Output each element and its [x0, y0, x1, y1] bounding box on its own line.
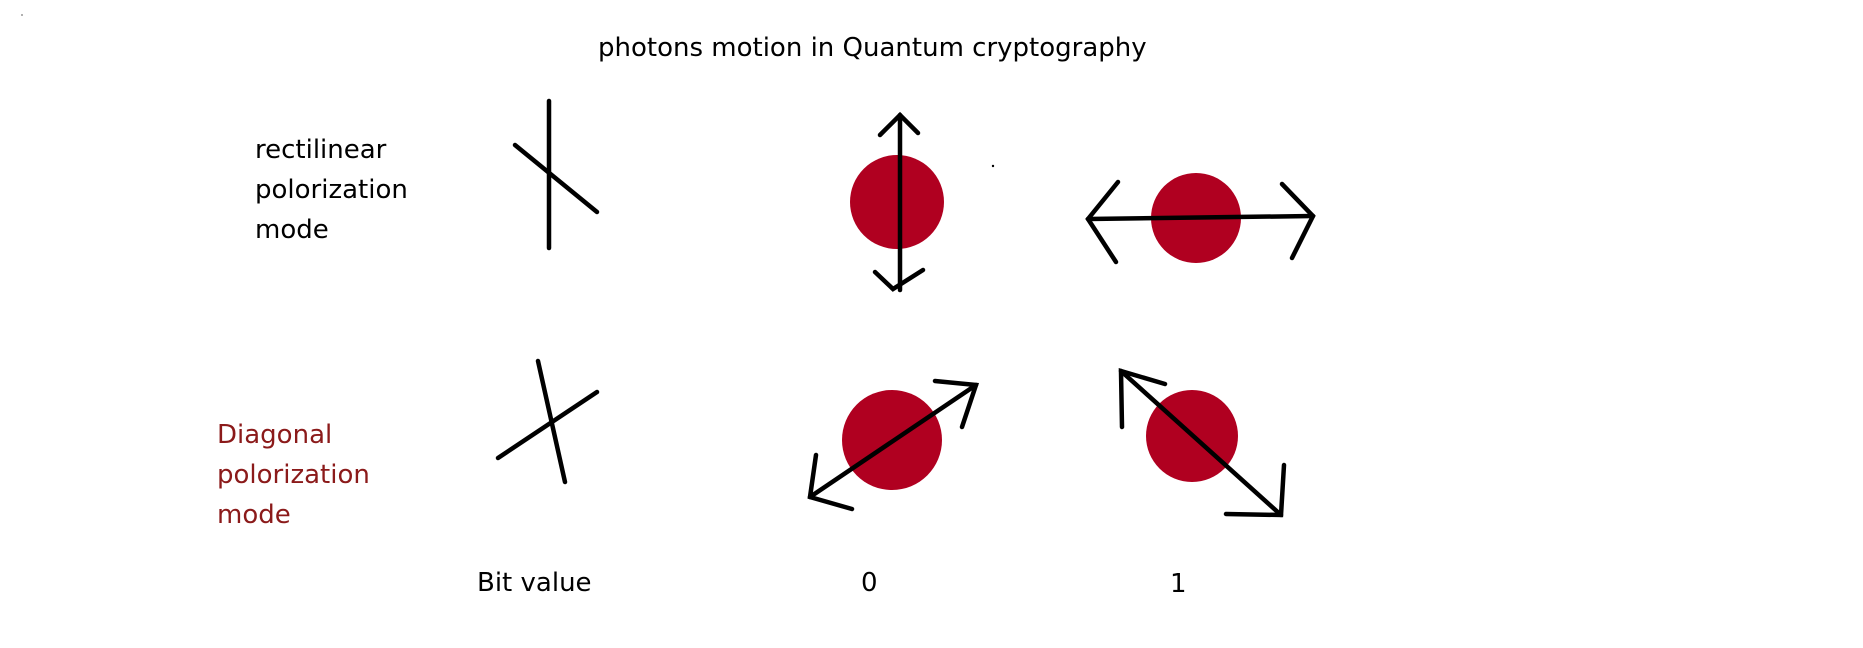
bit-value-label: Bit value [477, 568, 592, 598]
diagram-title: photons motion in Quantum cryptography [598, 33, 1147, 63]
diagonal-mode-label: Diagonal polorization mode [217, 415, 370, 535]
diagonal-label-line-3: mode [217, 500, 291, 530]
diagonal-double-arrow-icon [807, 378, 980, 512]
diagonal-basis-symbol [495, 358, 600, 485]
diagonal-label-line-1: Diagonal [217, 420, 333, 450]
diagonal-bit0-photon [807, 378, 980, 512]
bit-one-label: 1 [1170, 569, 1187, 599]
rectilinear-mode-label: rectilinear polorization mode [255, 130, 408, 250]
rectilinear-label-line-2: polorization [255, 175, 408, 205]
rectilinear-bit1-photon [1085, 173, 1316, 265]
photon-ball [850, 155, 944, 249]
rectilinear-basis-symbol [512, 98, 600, 251]
diagonal-bit1-photon [1118, 367, 1287, 518]
vertical-double-arrow-icon [872, 111, 926, 293]
diagonal-label-line-2: polorization [217, 460, 370, 490]
horizontal-double-arrow-icon [1085, 179, 1316, 265]
stray-dot-center [991, 164, 995, 168]
rectilinear-label-line-1: rectilinear [255, 135, 387, 165]
antidiagonal-double-arrow-icon [1118, 367, 1287, 518]
bit-zero-label: 0 [861, 568, 878, 598]
stray-dot-top-left [21, 14, 23, 16]
rectilinear-bit0-photon [850, 111, 944, 293]
rectilinear-label-line-3: mode [255, 215, 329, 245]
